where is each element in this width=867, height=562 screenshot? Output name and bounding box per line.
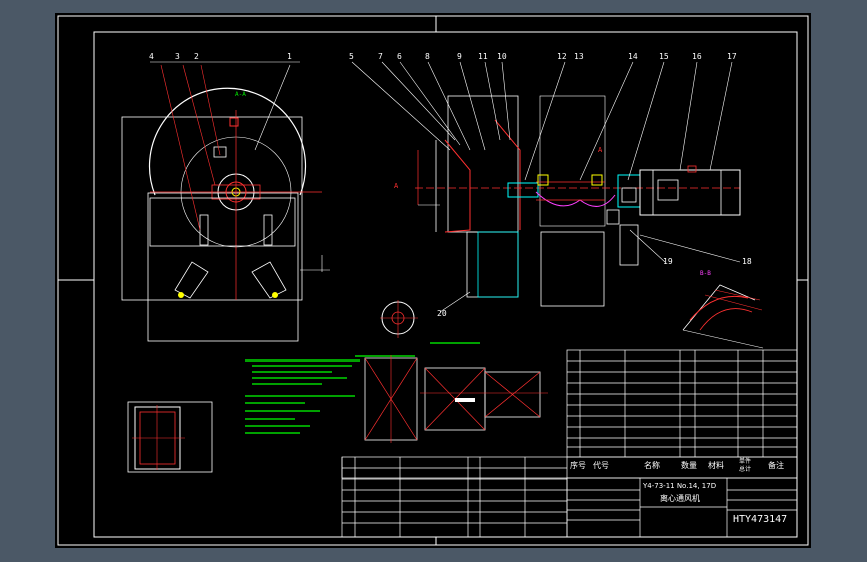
drawing-number: HTY473147 xyxy=(733,514,788,525)
dimension-mark-left: A xyxy=(394,182,399,190)
inlet-section xyxy=(127,401,213,473)
impeller-detail xyxy=(682,284,764,349)
callout-1: 1 xyxy=(287,52,292,61)
header-cell-code: 代号 xyxy=(593,461,609,470)
dimension-mark-right: A xyxy=(598,146,603,154)
header-cell-remark: 备注 xyxy=(768,461,784,470)
side-view xyxy=(351,61,741,338)
section-label: A-A xyxy=(235,91,246,98)
callout-20: 20 xyxy=(437,309,447,318)
product-name: 离心通风机 xyxy=(660,494,700,503)
callout-5: 5 xyxy=(349,52,354,61)
technical-notes xyxy=(245,342,480,434)
product-code: Y4-73-11 No.14, 17D xyxy=(643,482,717,490)
detail-label: B-B xyxy=(700,270,711,277)
callout-14: 14 xyxy=(628,52,638,61)
callout-18: 18 xyxy=(742,257,752,266)
callout-9: 9 xyxy=(457,52,462,61)
front-view xyxy=(121,61,330,342)
callout-15: 15 xyxy=(659,52,669,61)
callout-12: 12 xyxy=(557,52,567,61)
inner-frame xyxy=(93,31,798,538)
header-cell-material: 材料 xyxy=(708,461,724,470)
callout-17: 17 xyxy=(727,52,737,61)
callout-13: 13 xyxy=(574,52,584,61)
header-cell-qty: 数量 xyxy=(681,461,697,470)
header-cell-total: 总计 xyxy=(739,466,752,473)
callout-3: 3 xyxy=(175,52,180,61)
header-cell-name: 名称 xyxy=(644,461,660,470)
callout-7: 7 xyxy=(378,52,383,61)
callout-16: 16 xyxy=(692,52,702,61)
callout-2: 2 xyxy=(194,52,199,61)
header-cell-unit: 单件 xyxy=(739,458,752,465)
parts-list xyxy=(341,349,798,538)
callout-6: 6 xyxy=(397,52,402,61)
callout-8: 8 xyxy=(425,52,430,61)
callout-10: 10 xyxy=(497,52,507,61)
foundation-plan xyxy=(364,355,548,443)
header-cell-no: 序号 xyxy=(570,461,586,470)
callout-19: 19 xyxy=(663,257,673,266)
callout-11: 11 xyxy=(478,52,488,61)
callout-4: 4 xyxy=(149,52,154,61)
